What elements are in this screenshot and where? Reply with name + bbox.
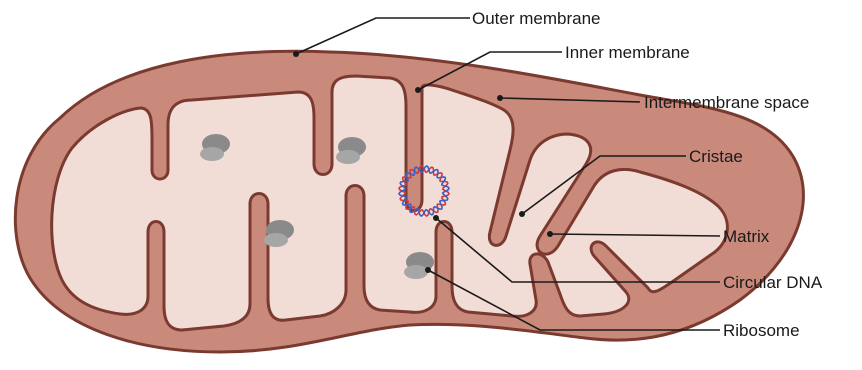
leader-dot-cristae bbox=[519, 211, 525, 217]
ribosome-3-small-subunit bbox=[264, 233, 288, 247]
label-outer-membrane: Outer membrane bbox=[472, 9, 601, 28]
leader-dot-inner-membrane bbox=[415, 87, 421, 93]
label-cristae: Cristae bbox=[689, 147, 743, 166]
ribosome-2-small-subunit bbox=[336, 150, 360, 164]
ribosome-4-small-subunit bbox=[404, 265, 428, 279]
label-inner-membrane: Inner membrane bbox=[565, 43, 690, 62]
label-ribosome: Ribosome bbox=[723, 321, 800, 340]
leader-dot-intermembrane-space bbox=[497, 95, 503, 101]
leader-dot-outer-membrane bbox=[293, 51, 299, 57]
label-matrix: Matrix bbox=[723, 227, 770, 246]
leader-dot-ribosome bbox=[425, 267, 431, 273]
label-intermembrane-space: Intermembrane space bbox=[644, 93, 809, 112]
leader-line-outer-membrane bbox=[296, 18, 470, 54]
leader-dot-matrix bbox=[547, 231, 553, 237]
label-circular-dna: Circular DNA bbox=[723, 273, 823, 292]
ribosome-1-small-subunit bbox=[200, 147, 224, 161]
leader-dot-circular-dna bbox=[433, 215, 439, 221]
